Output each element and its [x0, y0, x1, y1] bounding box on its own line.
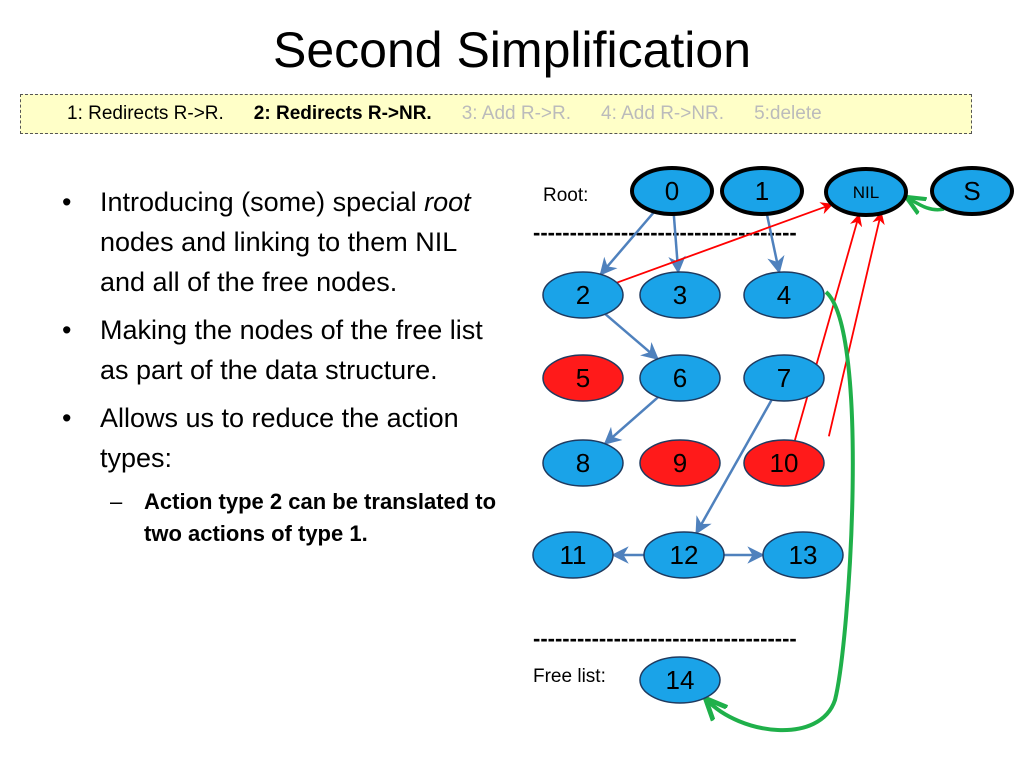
edge-1-to-4	[765, 213, 785, 274]
node-shape	[630, 166, 714, 216]
edge-7-to-12	[695, 399, 773, 535]
node-shape	[720, 166, 804, 216]
node-label: 6	[673, 363, 687, 393]
node-shape	[762, 531, 844, 579]
node-10: 10	[743, 439, 825, 487]
root-label: Root:	[543, 185, 588, 206]
node-0: 0	[630, 166, 714, 216]
node-label: 14	[666, 665, 695, 695]
node-label: 9	[673, 448, 687, 478]
node-shape	[743, 439, 825, 487]
edge-2-to-NIL	[616, 202, 834, 284]
node-6: 6	[639, 354, 721, 402]
sub-bullet-dash: –	[110, 489, 123, 514]
node-label: 3	[673, 280, 687, 310]
edges-layer	[599, 198, 945, 732]
bullet-dot: •	[62, 187, 72, 217]
node-label: NIL	[853, 183, 879, 202]
node-7: 7	[743, 354, 825, 402]
node-shape	[639, 354, 721, 402]
node-s: S	[930, 166, 1014, 216]
sub-bullet-item: – Action type 2 can be translated to two…	[100, 486, 504, 550]
bullet-text-1-emphasis: root	[424, 187, 471, 217]
edge-10-to-NIL	[793, 213, 863, 441]
edge-0-to-3	[668, 213, 686, 274]
node-label: 8	[576, 448, 590, 478]
node-label: S	[963, 176, 980, 206]
bullet-dot: •	[62, 315, 72, 345]
node-label: 1	[755, 176, 769, 206]
action-type-4: 4: Add R->NR.	[601, 103, 725, 124]
bullet-dot: •	[62, 403, 72, 433]
node-4: 4	[743, 271, 825, 319]
node-label: 4	[777, 280, 791, 310]
slide-title: Second Simplification	[272, 22, 752, 78]
bullet-list: • Introducing (some) special root nodes …	[54, 182, 504, 550]
node-label: 5	[576, 363, 590, 393]
node-5: 5	[542, 354, 624, 402]
node-label: 10	[770, 448, 799, 478]
action-type-1: 1: Redirects R->R.	[67, 103, 224, 124]
node-12: 12	[643, 531, 725, 579]
node-shape	[639, 439, 721, 487]
bullet-item: • Allows us to reduce the action types:	[54, 398, 504, 478]
node-shape	[532, 531, 614, 579]
node-shape	[643, 531, 725, 579]
bullet-item: • Making the nodes of the free list as p…	[54, 310, 504, 390]
node-2: 2	[542, 271, 624, 319]
edge-0-to-2	[599, 210, 656, 276]
node-label: 7	[777, 363, 791, 393]
node-label: 0	[665, 176, 679, 206]
free-list-label: Free list:	[533, 666, 606, 687]
action-type-2: 2: Redirects R->NR.	[253, 103, 432, 124]
bullet-text-1b: nodes and linking to them NIL and all of…	[100, 227, 457, 297]
sub-bullet-text: Action type 2 can be translated to two a…	[144, 489, 497, 546]
node-shape	[930, 166, 1014, 216]
action-type-3: 3: Add R->R.	[461, 103, 572, 124]
edge-S-to-NIL	[908, 198, 945, 210]
edge-10-to-NIL-b	[827, 211, 885, 437]
edge-2-to-6	[604, 313, 660, 361]
node-shape	[743, 271, 825, 319]
node-8: 8	[542, 439, 624, 487]
action-type-5: 5:delete	[754, 103, 822, 124]
node-label: 2	[576, 280, 590, 310]
node-nil: NIL	[824, 167, 908, 217]
node-9: 9	[639, 439, 721, 487]
bottom-separator: ------------------------------------	[533, 626, 797, 651]
node-shape	[639, 271, 721, 319]
node-shape	[542, 439, 624, 487]
node-1: 1	[720, 166, 804, 216]
node-11: 11	[532, 531, 614, 579]
bullet-text-3: Allows us to reduce the action types:	[100, 403, 459, 473]
edge-4-to-14	[707, 290, 855, 732]
edge-6-to-8	[603, 396, 659, 445]
node-14: 14	[639, 656, 721, 704]
node-shape	[542, 354, 624, 402]
node-shape	[743, 354, 825, 402]
action-types-bar: 1: Redirects R->R. 2: Redirects R->NR. 3…	[20, 94, 972, 134]
nodes-layer: 0 1 NIL S 2 3 4 5 6 7 8 9 10 11 12 13 14	[532, 166, 1014, 704]
node-13: 13	[762, 531, 844, 579]
node-shape	[824, 167, 908, 217]
node-label: 13	[789, 540, 818, 570]
bullet-text-2: Making the nodes of the free list as par…	[100, 315, 483, 385]
node-label: 11	[560, 540, 587, 570]
node-label: 12	[670, 540, 699, 570]
bullet-text-1a: Introducing (some) special	[100, 187, 425, 217]
node-shape	[542, 271, 624, 319]
node-shape	[639, 656, 721, 704]
node-3: 3	[639, 271, 721, 319]
bullet-item: • Introducing (some) special root nodes …	[54, 182, 504, 302]
